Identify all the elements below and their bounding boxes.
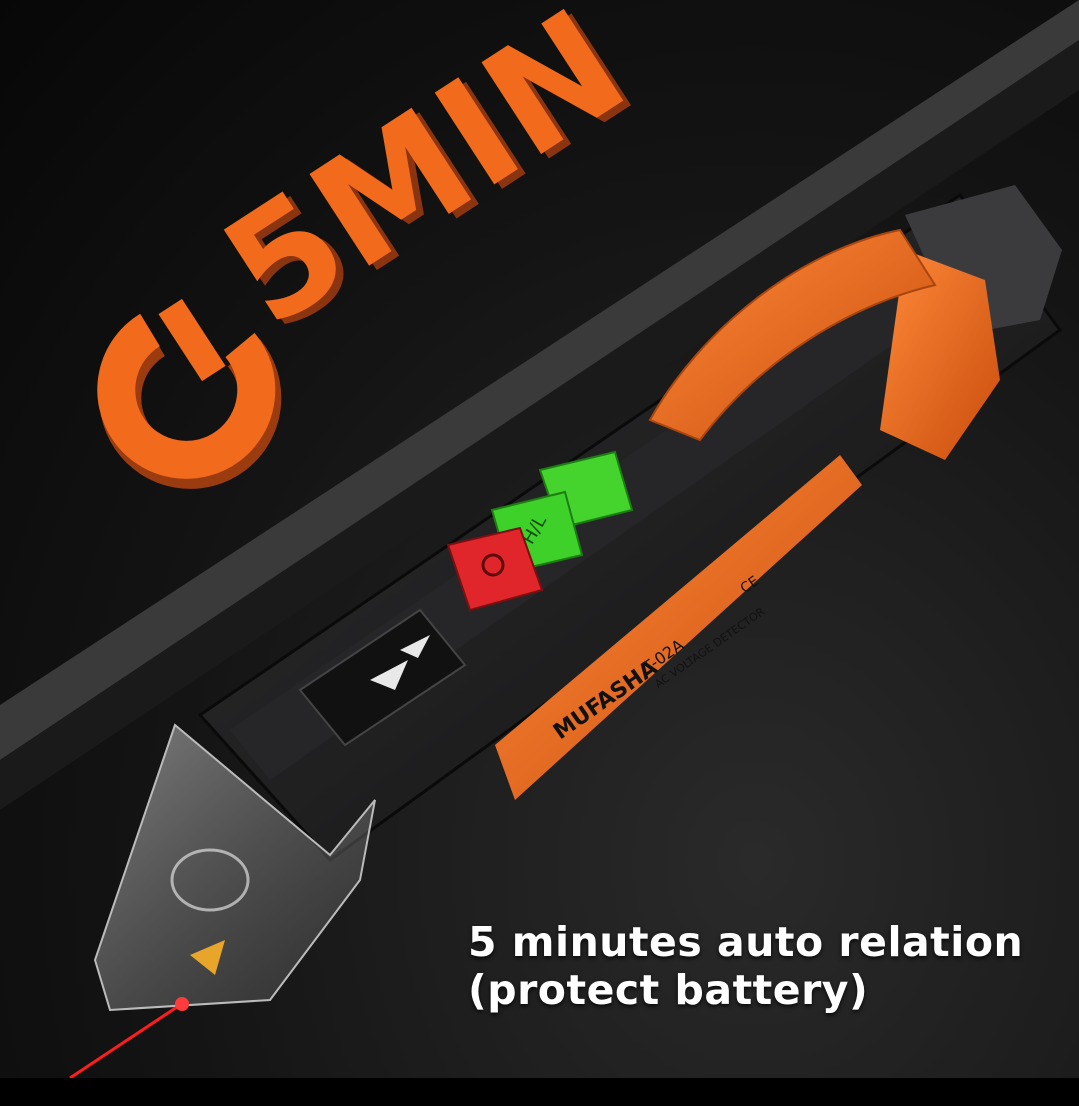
pocket-clip bbox=[648, 228, 937, 442]
surface-plane bbox=[0, 40, 1079, 810]
caption-line-1: 5 minutes auto relation bbox=[468, 918, 1024, 966]
laser-beam bbox=[69, 1003, 181, 1078]
hero-5min-label: 5MIN bbox=[195, 0, 655, 360]
surface-edge bbox=[0, 0, 1079, 760]
caption-line-2: (protect battery) bbox=[468, 966, 869, 1014]
tip-brass bbox=[190, 940, 225, 975]
bottom-bar bbox=[0, 1078, 1079, 1106]
caption: 5 minutes auto relation (protect battery… bbox=[468, 918, 1068, 1014]
power-button-icon bbox=[481, 553, 505, 577]
hero-5min-text: 5MIN 5MIN bbox=[195, 0, 662, 365]
transparent-probe-tip bbox=[93, 723, 376, 1012]
power-button bbox=[446, 526, 544, 612]
voltage-detector-pen: H/L MUFASHA T-02A AC VOLTAGE DETECTOR CE bbox=[69, 185, 1063, 1078]
orange-label-panel bbox=[495, 455, 862, 800]
product-scene: 5MIN 5MIN H/L bbox=[0, 0, 1079, 1078]
power-icon-3d bbox=[97, 298, 282, 489]
product-illustration: 5MIN 5MIN H/L bbox=[0, 0, 1079, 1078]
cap-ring bbox=[880, 250, 1000, 460]
